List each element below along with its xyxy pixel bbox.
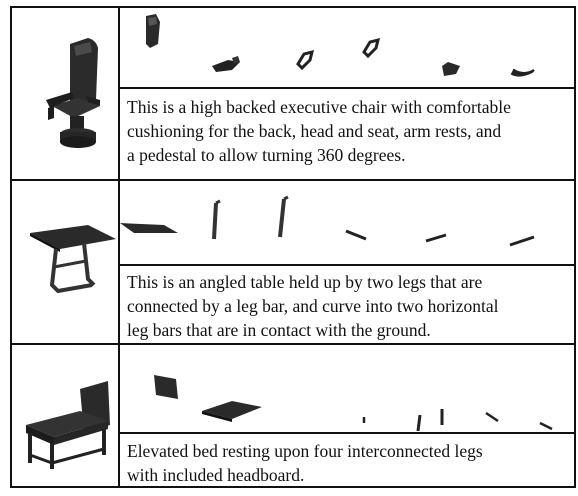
object-detail-cell: This is a high backed executive chair wi… [120,8,574,179]
tabletop-part-icon [120,223,178,233]
parts-strip [120,181,574,266]
object-image-cell [12,8,120,179]
object-parts-table: This is a high backed executive chair wi… [10,6,576,488]
leg-bar-part-icon [509,235,535,247]
base-part-icon [510,68,535,77]
object-description: This is an angled table held up by two l… [127,272,499,340]
armrest-loop-part-icon [296,49,315,71]
mattress-part-icon [202,401,262,422]
table-row-bed: Elevated bed resting upon four interconn… [12,345,574,488]
rail-part-icon [485,411,499,423]
object-image-cell [12,345,120,488]
armrest-loop-part-icon [362,37,381,59]
chair-back-part-icon [146,14,160,48]
table-row-chair: This is a high backed executive chair wi… [12,8,574,181]
rail-part-icon [539,421,553,431]
table-row-table: This is an angled table held up by two l… [12,181,574,345]
parts-strip [120,8,574,89]
leg-bar-part-icon [345,229,367,241]
leg-part-icon [278,195,289,238]
executive-chair-icon [46,38,100,148]
object-description: Elevated bed resting upon four interconn… [127,441,483,485]
object-description: This is a high backed executive chair wi… [127,97,511,165]
angled-table-icon [30,225,116,293]
parts-strip [120,345,574,434]
leg-part-icon [416,414,422,432]
armrest-part-icon [212,56,240,72]
elevated-bed-icon [26,381,110,469]
leg-bar-part-icon [425,233,447,243]
headboard-part-icon [154,375,178,399]
object-image-cell [12,181,120,343]
object-detail-cell: Elevated bed resting upon four interconn… [120,345,574,488]
seat-part-icon [442,62,460,76]
object-detail-cell: This is an angled table held up by two l… [120,181,574,343]
leg-part-icon [212,199,221,240]
